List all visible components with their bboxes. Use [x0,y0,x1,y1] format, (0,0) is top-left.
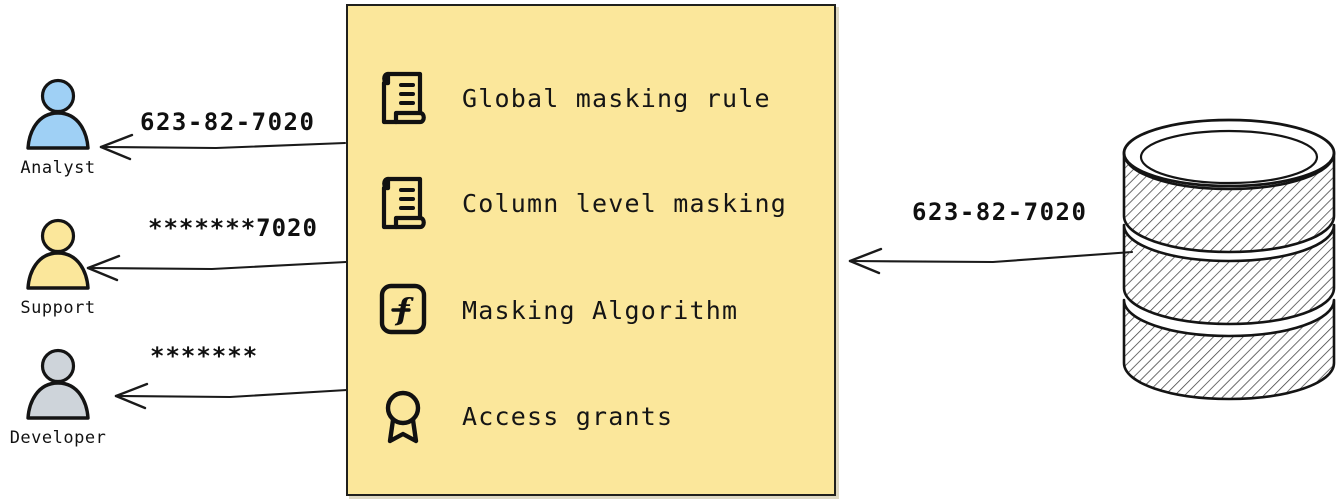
panel-row-label: Column level masking [462,188,788,218]
actor-support: Support [0,216,118,318]
panel-row-label: Masking Algorithm [462,295,739,325]
panel-row-access-grants[interactable]: Access grants [376,384,673,448]
flow-label-support: *******7020 [148,214,318,242]
masking-policy-panel: Global masking rule Column level masking… [346,4,836,496]
arrow-to-analyst [99,133,347,161]
actor-analyst: Analyst [0,76,118,178]
panel-row-label: Global masking rule [462,83,771,113]
arrow-database-to-panel [848,247,1134,275]
award-ribbon-icon [385,390,421,444]
panel-row-label: Access grants [462,401,674,431]
panel-row-column-level-masking[interactable]: Column level masking [376,171,787,235]
panel-row-global-masking-rule[interactable]: Global masking rule [376,66,771,130]
person-icon [26,348,90,420]
arrow-to-support [86,254,348,282]
flow-label-developer: ******* [150,342,259,370]
actor-label: Support [20,298,96,318]
actor-developer: Developer [0,346,118,448]
scroll-icon [381,71,426,125]
panel-row-masking-algorithm[interactable]: f Masking Algorithm [376,278,738,342]
scroll-icon [381,176,426,230]
person-icon [26,78,90,150]
database-cylinder-icon [1122,118,1336,401]
flow-label-database: 623-82-7020 [912,198,1088,226]
function-box-icon: f [379,283,427,335]
person-icon [26,218,90,290]
actor-label: Developer [9,428,107,448]
flow-label-analyst: 623-82-7020 [140,108,316,136]
arrow-to-developer [114,382,349,410]
actor-label: Analyst [20,158,96,178]
